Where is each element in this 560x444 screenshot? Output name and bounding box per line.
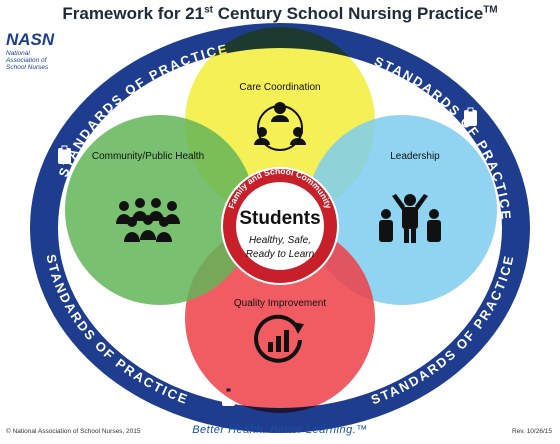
footer-copyright: © National Association of School Nurses,… <box>6 428 141 435</box>
center-title: Students <box>239 208 320 229</box>
people-network-icon <box>254 102 306 151</box>
footer-tagline: Better Health. Better Learning.™ <box>192 424 368 436</box>
label-care-coordination: Care Coordination <box>239 82 320 93</box>
label-leadership: Leadership <box>390 151 440 162</box>
center-line-2: Ready to Learn <box>246 249 315 260</box>
center-ring-border <box>221 167 339 285</box>
logo-line-3: School Nurses <box>6 64 49 71</box>
circle-community-public-health <box>65 115 255 305</box>
page-title: Framework for 21st Century School Nursin… <box>62 4 498 23</box>
logo-mark: NASN <box>6 30 55 49</box>
nasn-logo: NASN National Association of School Nurs… <box>6 30 86 71</box>
leader-group-icon <box>379 194 441 243</box>
logo-line-2: Association of <box>6 57 47 64</box>
label-community-public-health: Community/Public Health <box>92 151 204 162</box>
label-quality-improvement: Quality Improvement <box>234 298 326 309</box>
logo-line-1: National <box>6 50 30 57</box>
clipboard-icon <box>58 145 71 164</box>
footer-revision: Rev. 10/26/15 <box>512 428 552 435</box>
center-disc <box>236 182 324 270</box>
center-line-1: Healthy, Safe, <box>249 235 311 246</box>
clipboard-icon <box>464 107 477 126</box>
cycle-chart-icon <box>254 314 304 363</box>
crowd-icon <box>116 198 180 242</box>
